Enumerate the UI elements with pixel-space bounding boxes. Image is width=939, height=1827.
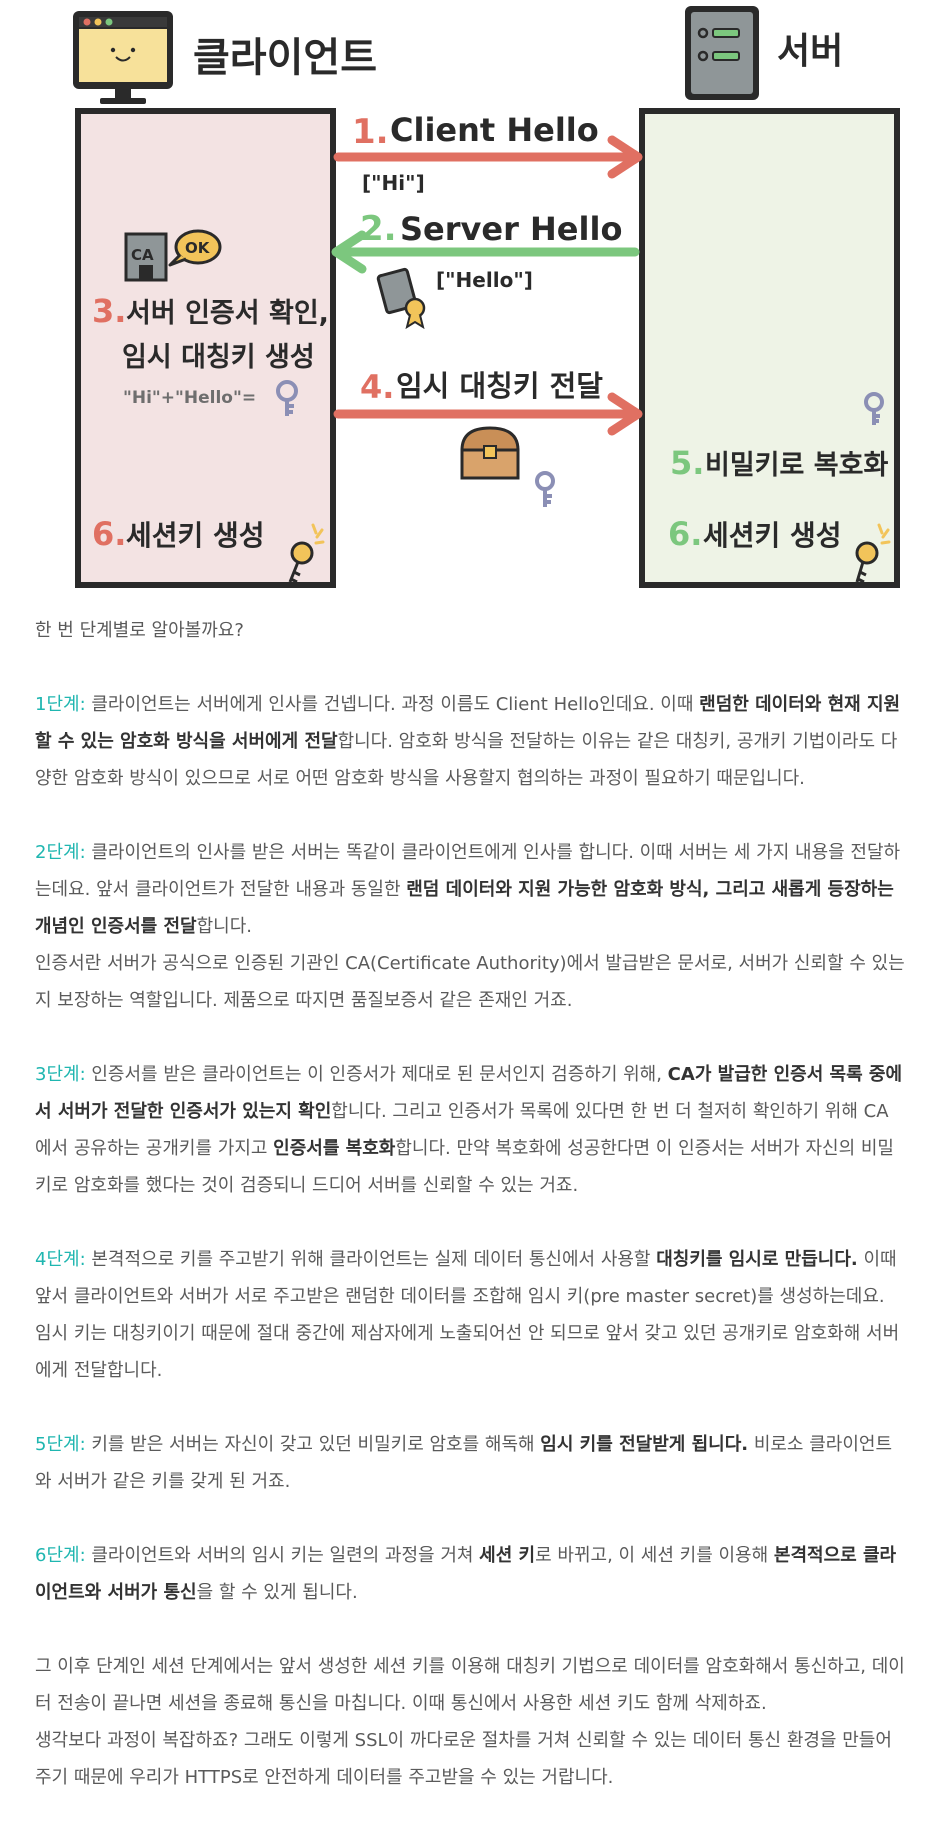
svg-text:OK: OK (185, 239, 211, 257)
step5-paragraph: 5단계: 키를 받은 서버는 자신이 갖고 있던 비밀키로 암호를 해독해 임시… (35, 1426, 905, 1500)
ssl-handshake-illustration: 클라이언트 서버 1. Client Hello ["Hi"] 2. Serve… (73, 6, 900, 588)
step1-text-b: 합니다. 암호화 방식을 전달하는 이유는 같은 대칭키, 공개키 기법이라도 … (35, 731, 898, 789)
step4-paragraph: 4단계: 본격적으로 키를 주고받기 위해 클라이언트는 실제 데이터 통신에서… (35, 1241, 905, 1389)
client-panel (75, 108, 336, 588)
step2-label: 2단계: (35, 842, 86, 863)
step5-number: 5. (670, 444, 704, 482)
arrow2-label: Server Hello (400, 210, 622, 248)
step3-bold-a: CA가 발급한 인증서 목록 중에서 서버가 전달한 인증서가 있는지 확인 (35, 1064, 903, 1122)
server-panel (639, 108, 900, 588)
step3-label: 3단계: (35, 1064, 86, 1085)
article-body: 한 번 단계별로 알아볼까요? 1단계: 클라이언트는 서버에게 인사를 건넵니… (35, 612, 905, 1796)
step4-number: 4. (360, 368, 394, 406)
step4-text-a: 본격적으로 키를 주고받기 위해 클라이언트는 실제 데이터 통신에서 사용할 (85, 1249, 657, 1270)
arrow1-number: 1. (352, 112, 389, 152)
session-key-icon-client (288, 523, 325, 584)
step1-text-a: 클라이언트는 서버에게 인사를 건넵니다. 과정 이름도 Client Hell… (85, 694, 700, 715)
step5-bold: 임시 키를 전달받게 됩니다. (540, 1434, 749, 1455)
step6-server-label: 세션키 생성 (703, 519, 842, 552)
conclusion-paragraph: 생각보다 과정이 복잡하죠? 그래도 이렇게 SSL이 까다로운 절차를 거쳐 … (35, 1730, 892, 1788)
server-icon (685, 6, 759, 100)
step1-label: 1단계: (35, 694, 86, 715)
step6-paragraph: 6단계: 클라이언트와 서버의 임시 키는 일련의 과정을 거쳐 세션 키로 바… (35, 1537, 905, 1611)
step3-text-c: 합니다. 만약 복호화에 성공한다면 이 인증서는 서버가 자신의 비밀키로 암… (35, 1138, 894, 1196)
step3-text-b: 합니다. 그리고 인증서가 목록에 있다면 한 번 더 철저히 확인하기 위해 … (35, 1101, 889, 1159)
arrow1-label: Client Hello (390, 111, 599, 149)
step1-bold: 랜덤한 데이터와 현재 지원할 수 있는 암호화 방식을 서버에게 전달 (35, 694, 901, 752)
server-title: 서버 (777, 31, 843, 72)
step6-text-a: 클라이언트와 서버의 임시 키는 일련의 과정을 거쳐 (85, 1545, 480, 1566)
step5-label: 5단계: (35, 1434, 86, 1455)
step4-bold: 대칭키를 임시로 만듭니다. (656, 1249, 858, 1270)
temp-key-icon (276, 380, 298, 416)
step3-bold-b: 인증서를 복호화 (273, 1138, 396, 1159)
step5-label: 비밀키로 복호화 (705, 450, 888, 481)
step3-formula: "Hi"+"Hello"= (123, 388, 256, 408)
step6-bold-b: 본격적으로 클라이언트와 서버가 통신 (35, 1545, 897, 1603)
ca-building-icon: CA (124, 232, 168, 282)
step2-text-a: 클라이언트의 인사를 받은 서버는 똑같이 클라이언트에게 인사를 합니다. 이… (35, 842, 901, 900)
step3-line2: 임시 대칭키 생성 (122, 342, 315, 373)
step6-server-number: 6. (668, 515, 702, 553)
arrow2-note: ["Hello"] (436, 268, 533, 292)
step4-label: 임시 대칭키 전달 (396, 369, 603, 403)
arrow-server-hello (331, 230, 640, 274)
session-key-icon-server (855, 523, 891, 584)
step4-label: 4단계: (35, 1249, 86, 1270)
step3-line1: 서버 인증서 확인, (126, 298, 329, 329)
step6-client-number: 6. (92, 515, 126, 553)
step5-text-a: 키를 받은 서버는 자신이 갖고 있던 비밀키로 암호를 해독해 (85, 1434, 541, 1455)
step6-client-label: 세션키 생성 (126, 519, 265, 552)
ok-bubble-icon: OK (168, 229, 222, 267)
step5-text-b: 비로소 클라이언트와 서버가 같은 키를 갖게 된 거죠. (35, 1434, 893, 1492)
client-title: 클라이언트 (193, 35, 377, 81)
treasure-chest-icon (460, 426, 555, 507)
step4-text-b: 이때 앞서 클라이언트와 서버가 서로 주고받은 랜덤한 데이터를 조합해 임시… (35, 1249, 900, 1381)
step6-bold-a: 세션 키 (479, 1545, 536, 1566)
arrow2-number: 2. (360, 209, 397, 249)
certificate-icon (376, 267, 426, 330)
arrow-client-hello (333, 135, 643, 179)
step2-bold: 랜덤 데이터와 지원 가능한 암호화 방식, 그리고 새롭게 등장하는 개념인 … (35, 879, 894, 937)
step3-paragraph: 3단계: 인증서를 받은 클라이언트는 이 인증서가 제대로 된 문서인지 검증… (35, 1056, 905, 1204)
arrow-temp-key (333, 392, 643, 436)
step2-text-b: 합니다. (196, 916, 252, 937)
client-monitor-icon (73, 11, 173, 104)
step2-paragraph: 2단계: 클라이언트의 인사를 받은 서버는 똑같이 클라이언트에게 인사를 합… (35, 834, 905, 945)
server-temp-key-icon (864, 392, 884, 425)
certificate-explanation: 인증서란 서버가 공식으로 인증된 기관인 CA(Certificate Aut… (35, 953, 905, 1011)
step6-text-b: 로 바뀌고, 이 세션 키를 이용해 (535, 1545, 774, 1566)
step3-text-a: 인증서를 받은 클라이언트는 이 인증서가 제대로 된 문서인지 검증하기 위해… (85, 1064, 668, 1085)
step6-text-c: 을 할 수 있게 됩니다. (196, 1582, 358, 1603)
arrow1-note: ["Hi"] (362, 171, 425, 195)
intro-paragraph: 한 번 단계별로 알아볼까요? (35, 620, 244, 641)
step3-number: 3. (92, 292, 126, 330)
step1-paragraph: 1단계: 클라이언트는 서버에게 인사를 건넵니다. 과정 이름도 Client… (35, 686, 905, 797)
svg-text:CA: CA (131, 246, 154, 264)
step6-label: 6단계: (35, 1545, 86, 1566)
session-phase-paragraph: 그 이후 단계인 세션 단계에서는 앞서 생성한 세션 키를 이용해 대칭키 기… (35, 1656, 905, 1714)
